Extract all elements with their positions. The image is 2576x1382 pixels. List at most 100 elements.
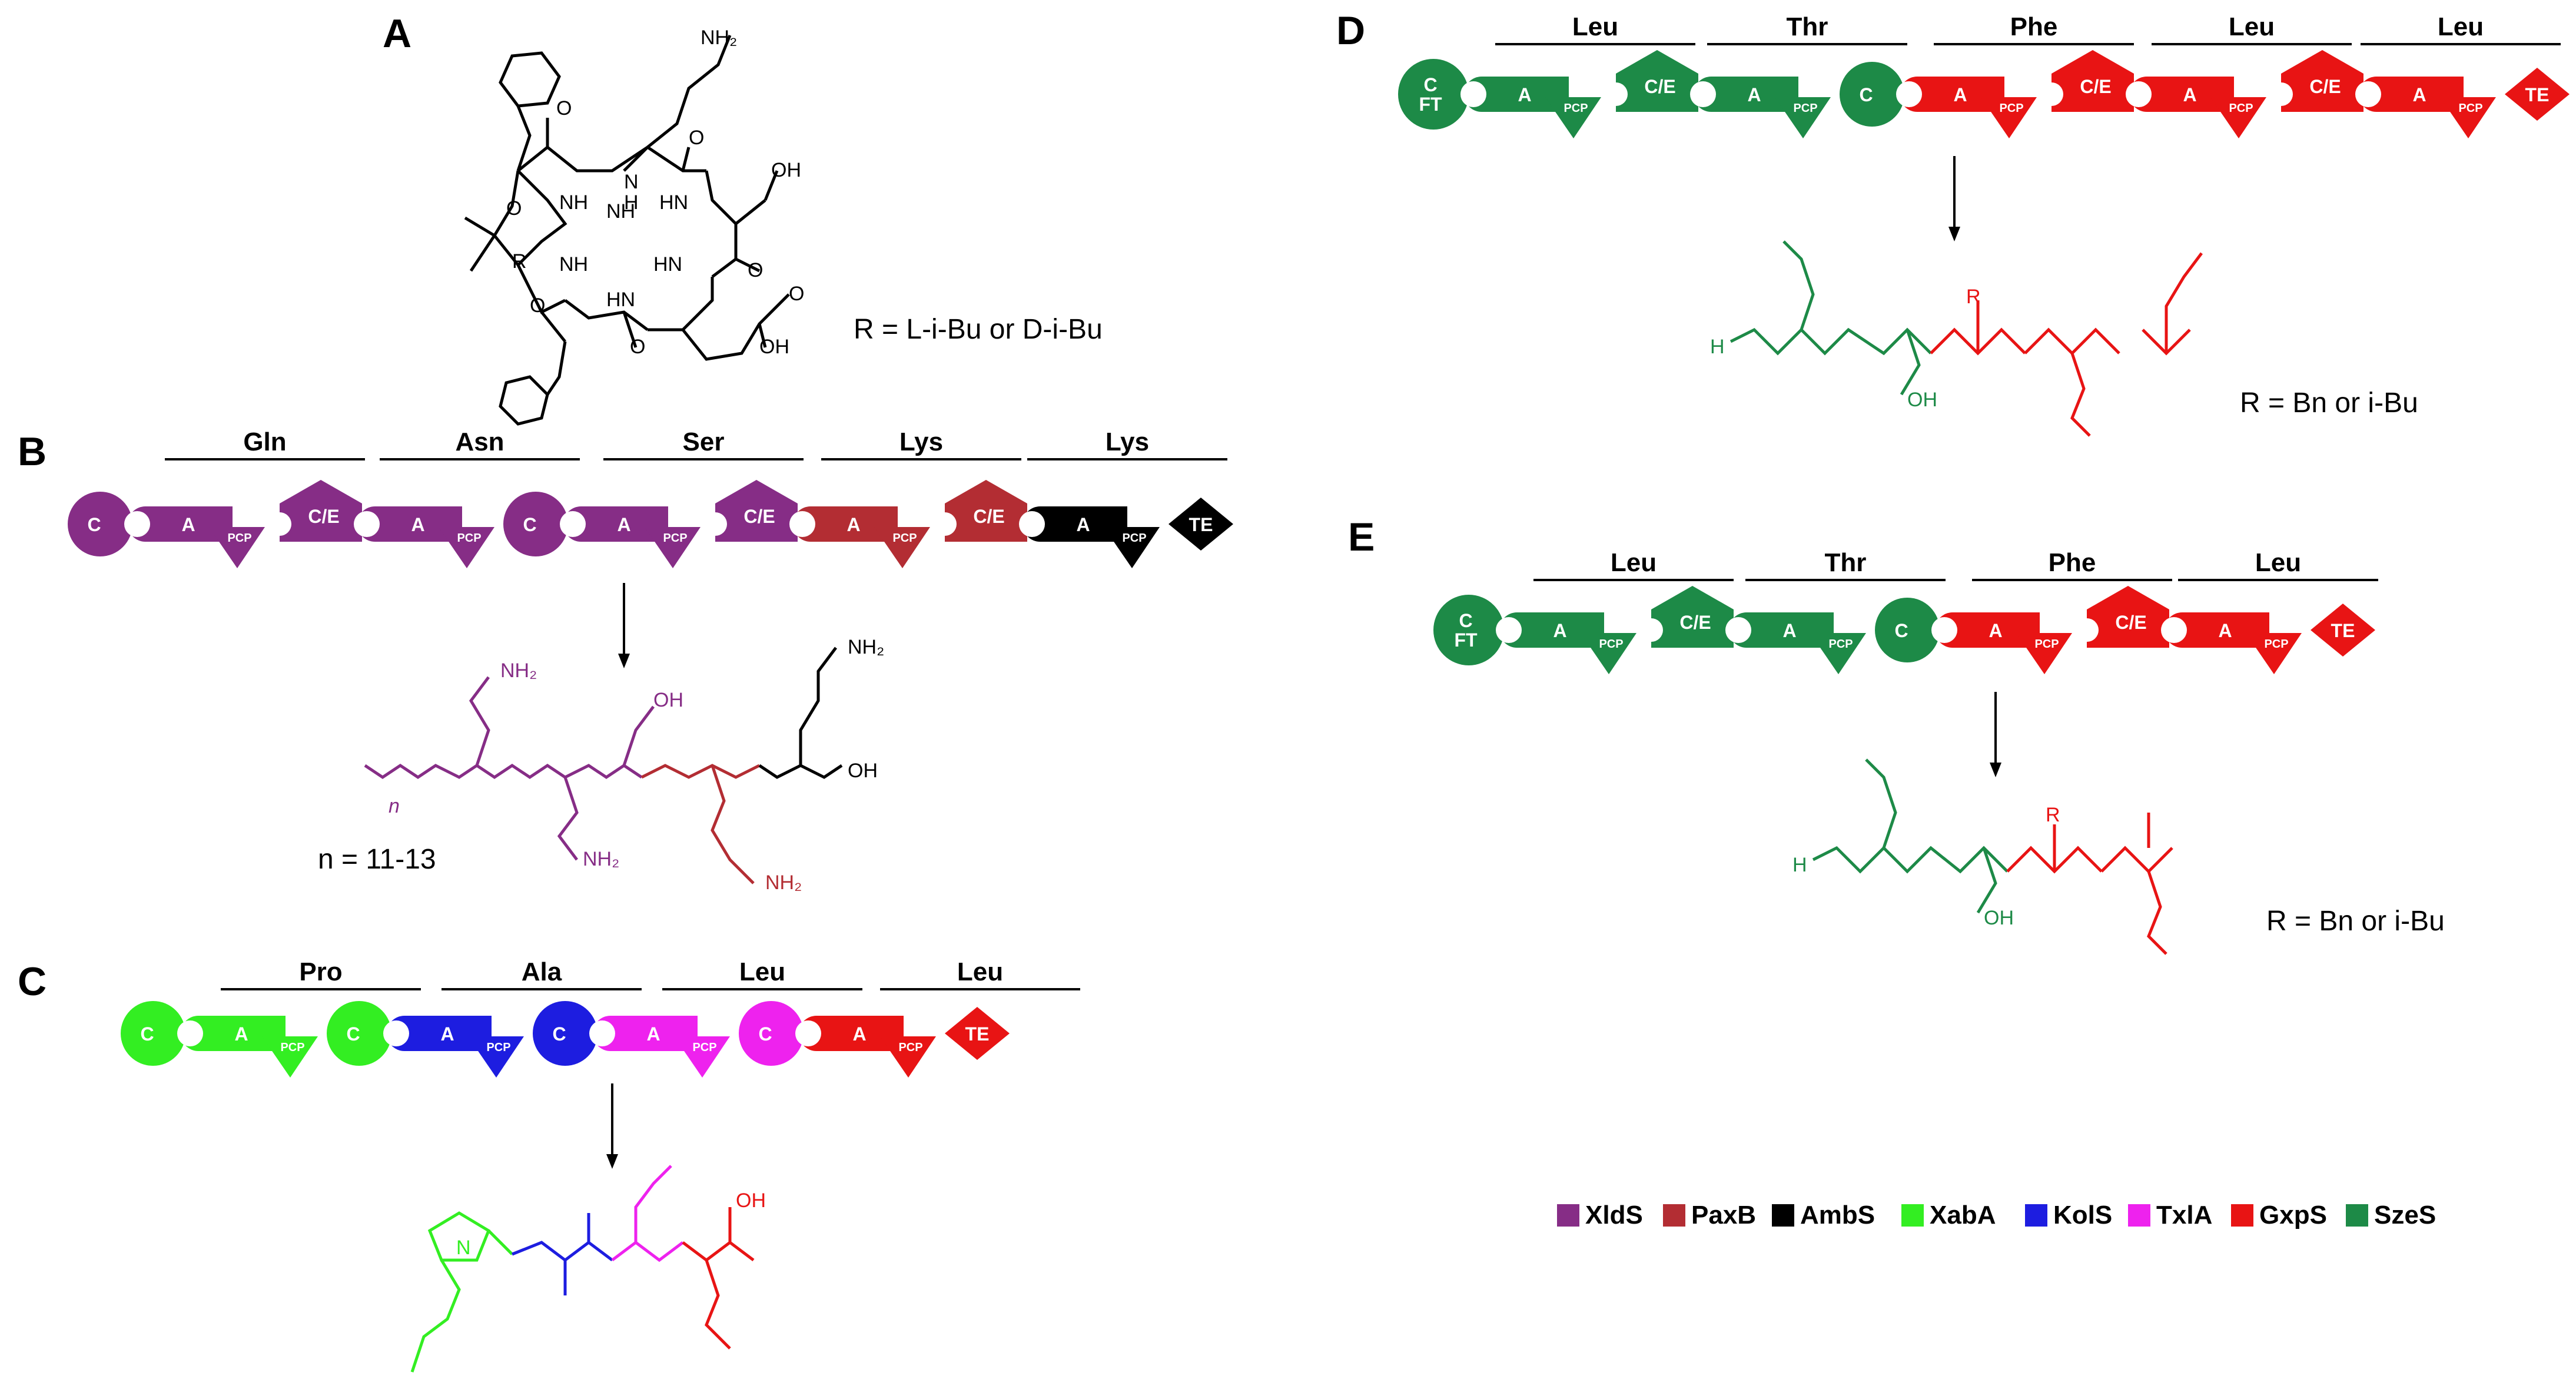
module-label: Leu <box>739 957 785 986</box>
module-label: Thr <box>1825 548 1867 577</box>
atom-nh: NH <box>606 200 635 223</box>
panel-b-product <box>364 647 843 884</box>
atom-o: O <box>789 283 804 305</box>
legend-swatch <box>1901 1204 1924 1227</box>
domain-pcp: PCP <box>1981 97 2037 138</box>
domain-label: A <box>2183 84 2196 105</box>
legend-label: GxpS <box>2259 1201 2327 1229</box>
module-label: Leu <box>957 957 1003 986</box>
domain-pcp: PCP <box>262 1036 318 1078</box>
panel-c-letter: C <box>18 959 47 1004</box>
domain-pcp: PCP <box>1775 97 1831 138</box>
domain-label: C/E <box>2309 76 2341 97</box>
legend-label: XabA <box>1930 1201 1996 1229</box>
domain-c-e: C/E <box>2040 50 2134 112</box>
domain-label: C <box>87 514 101 535</box>
atom-oh: OH <box>848 760 878 782</box>
legend-label: TxlA <box>2156 1201 2212 1229</box>
domain-label: A <box>411 514 424 535</box>
domain-label: A <box>181 514 195 535</box>
legend-item: KolS <box>2025 1201 2112 1229</box>
domain-c: C <box>739 1001 804 1066</box>
panel-a-atoms: NH₂ O N H O OH HN NH O O R NH HN O HN O … <box>506 26 804 358</box>
domain-c: C <box>327 1001 391 1066</box>
panel-d-atoms: H OH R <box>1710 286 1981 411</box>
domain-c-e: C/E <box>2269 50 2363 112</box>
atom-oh: OH <box>1984 907 2014 929</box>
atom-o: O <box>630 336 645 358</box>
domain-label: TE <box>2331 620 2355 641</box>
domain-a: A <box>2126 77 2234 112</box>
domain-c: C <box>121 1001 185 1066</box>
domain-label: A <box>1076 514 1090 535</box>
atom-oh: OH <box>759 336 789 358</box>
atom-oh: OH <box>771 159 801 181</box>
domain-pcp: PCP <box>880 1036 936 1078</box>
atom-h: H <box>624 191 639 214</box>
atom-nh2: NH₂ <box>583 848 619 870</box>
atom-hn: HN <box>653 253 682 276</box>
domain-a: A <box>1931 612 2040 648</box>
domain-a: A <box>1460 77 1569 112</box>
atom-o: O <box>530 294 545 317</box>
legend-swatch <box>1772 1204 1794 1227</box>
domain-c-e: C/E <box>268 480 362 542</box>
panel-a-letter: A <box>383 11 411 56</box>
module-label: Lys <box>899 427 943 456</box>
domain-label: PCP <box>663 532 687 545</box>
atom-o: O <box>506 197 522 220</box>
domain-c: C <box>533 1001 597 1066</box>
domain-label: PCP <box>892 532 917 545</box>
domain-label: C <box>1859 84 1873 105</box>
panel-a-cyclic-peptide <box>464 35 790 426</box>
module-label: Leu <box>1611 548 1657 577</box>
domain-c-e: C/E <box>933 480 1027 542</box>
domain-label: PCP <box>280 1041 304 1054</box>
domain-label: PCP <box>1599 638 1623 651</box>
domain-label: C <box>552 1023 566 1045</box>
domain-label: FT <box>1419 94 1442 115</box>
atom-r: R <box>1966 286 1981 308</box>
domain-a: A <box>1496 612 1604 648</box>
legend-swatch <box>2128 1204 2150 1227</box>
domain-c-ft: CFT <box>1433 595 1504 665</box>
domain-c-e: C/E <box>1639 586 1734 648</box>
domain-label: PCP <box>1828 638 1853 651</box>
domain-pcp: PCP <box>439 527 494 568</box>
domain-label: PCP <box>2229 102 2253 115</box>
atom-n: N <box>456 1237 471 1259</box>
legend-item: SzeS <box>2346 1201 2436 1229</box>
module-label: Gln <box>243 427 286 456</box>
domain-label: A <box>1989 620 2002 641</box>
domain-pcp: PCP <box>1581 633 1636 674</box>
legend-swatch <box>2231 1204 2253 1227</box>
legend-label: PaxB <box>1691 1201 1756 1229</box>
legend-label: KolS <box>2053 1201 2112 1229</box>
atom-o: O <box>556 97 572 120</box>
domain-pcp: PCP <box>209 527 265 568</box>
domain-a: A <box>383 1016 492 1051</box>
atom-nh2: NH₂ <box>765 871 802 894</box>
domain-label: C/E <box>1644 76 1675 97</box>
module-label: Phe <box>2049 548 2096 577</box>
atom-oh: OH <box>1907 389 1937 411</box>
domain-a: A <box>589 1016 698 1051</box>
domain-c-ft: CFT <box>1398 59 1469 130</box>
panel-c-product <box>410 1165 755 1373</box>
domain-label: FT <box>1454 629 1478 651</box>
module-label: Leu <box>2438 12 2484 41</box>
panel-c-atoms: N OH <box>456 1189 766 1259</box>
domain-label: PCP <box>2458 102 2482 115</box>
domain-label: C/E <box>308 506 339 527</box>
domain-label: TE <box>965 1023 990 1045</box>
atom-h: H <box>1710 336 1725 358</box>
legend-item: GxpS <box>2231 1201 2327 1229</box>
domain-label: A <box>440 1023 454 1045</box>
domain-pcp: PCP <box>2440 97 2496 138</box>
legend-item: AmbS <box>1772 1201 1875 1229</box>
